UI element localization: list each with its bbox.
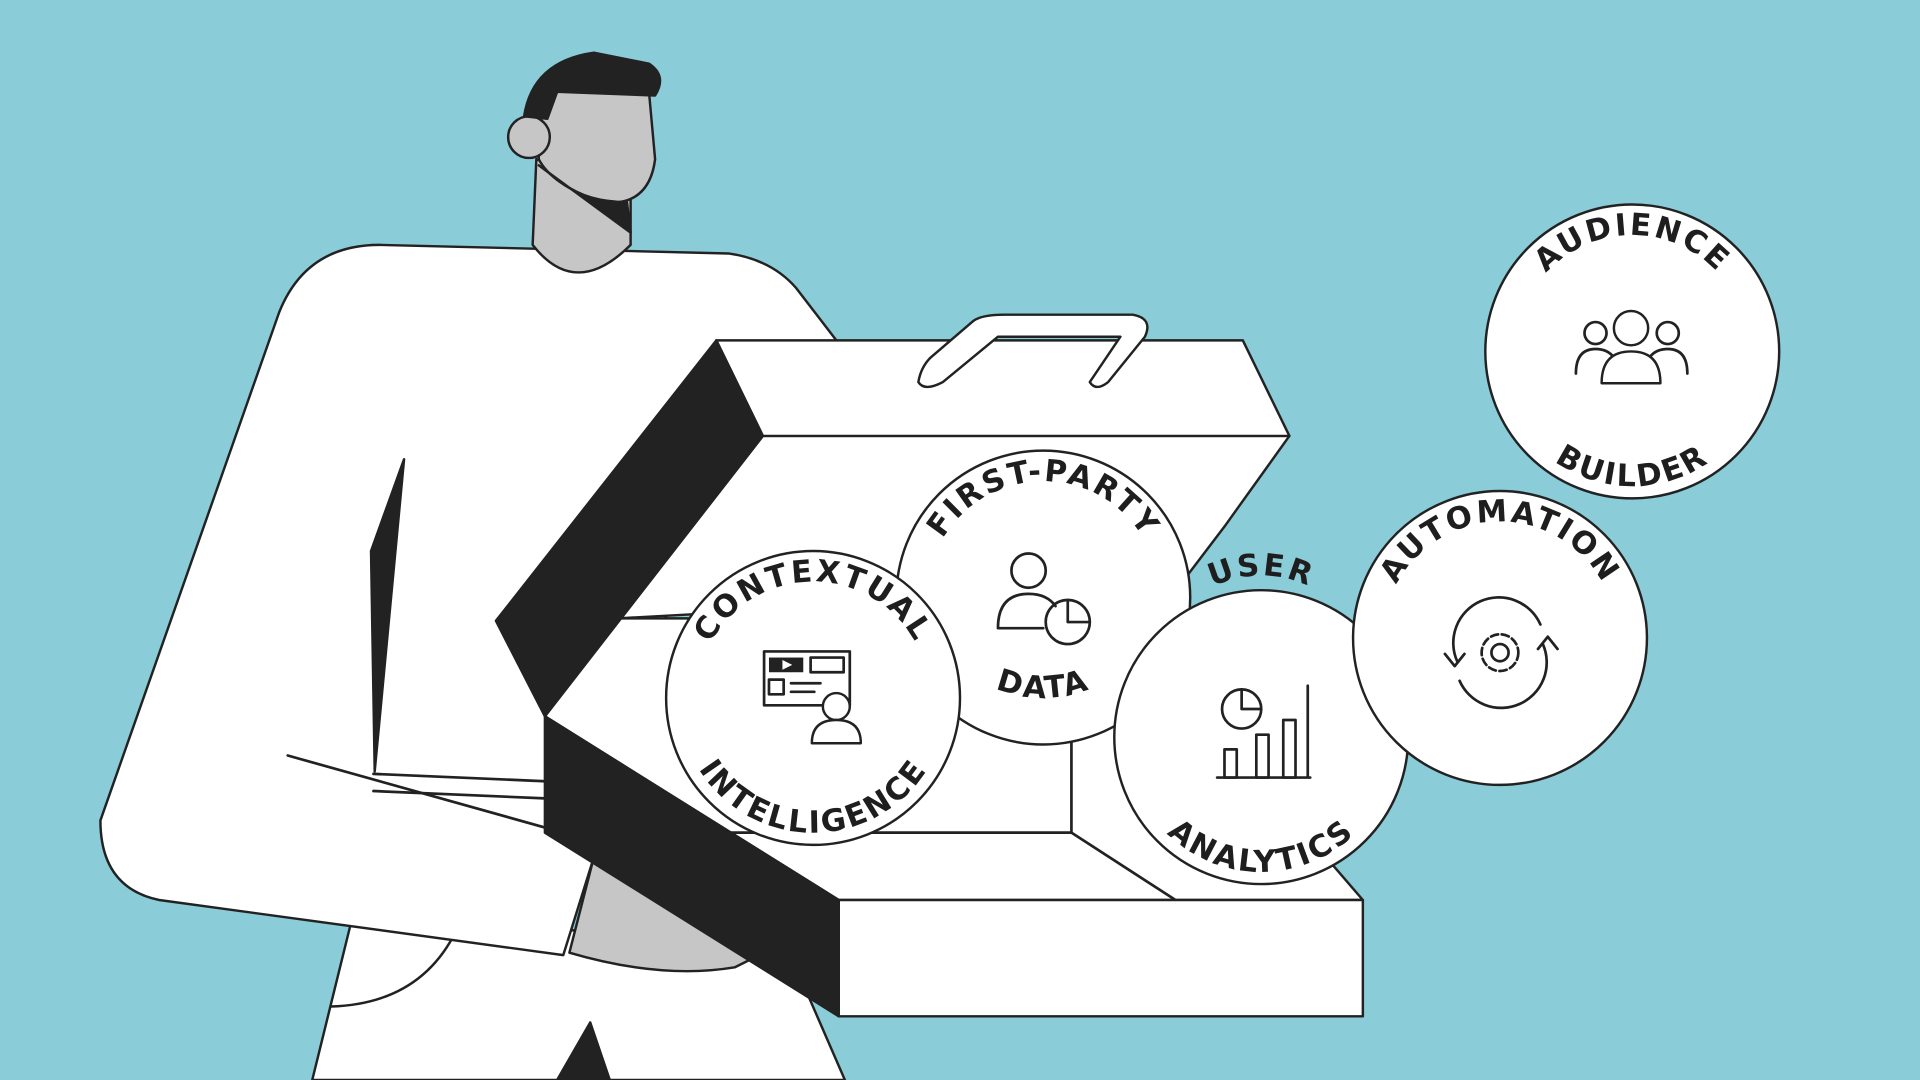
box-handle xyxy=(917,313,1149,389)
hair xyxy=(522,51,662,121)
box-lid-top xyxy=(715,339,1291,438)
gear-cycle-icon xyxy=(1443,596,1559,710)
bar-chart-icon xyxy=(1215,684,1312,779)
beard xyxy=(537,164,632,234)
pocket xyxy=(330,936,455,1008)
svg-text:USER: USER xyxy=(1203,548,1319,594)
user-group-icon xyxy=(1574,309,1689,385)
leg-shadow xyxy=(555,1021,612,1080)
badge-contextual-intelligence: CONTEXTUAL INTELLIGENCE xyxy=(664,549,962,847)
box-front xyxy=(837,898,1365,1018)
badge-top-label: USER xyxy=(1203,548,1317,594)
badge-automation: AUTOMATION xyxy=(1351,489,1649,787)
user-pie-chart-icon xyxy=(996,552,1092,646)
video-content-user-icon xyxy=(762,650,863,745)
torso-shadow xyxy=(369,457,406,773)
badge-audience-builder: AUDIENCE BUILDER xyxy=(1484,203,1781,500)
ear xyxy=(506,115,552,160)
